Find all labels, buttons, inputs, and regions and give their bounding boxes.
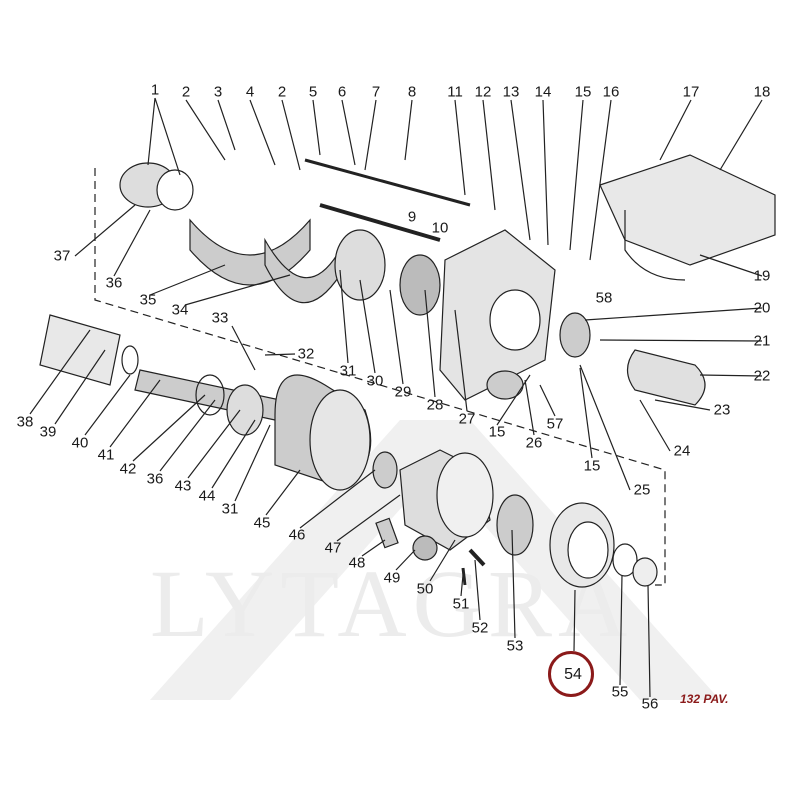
part-label-44: 44 [198,487,216,505]
part-label-24: 24 [673,442,691,460]
part-label-33: 33 [211,309,229,327]
part-label-34: 34 [171,301,189,319]
part-label-49: 49 [383,569,401,587]
part-label-18: 18 [753,83,771,101]
part-label-31: 31 [339,362,357,380]
part-label-2: 2 [277,83,287,101]
part-label-29: 29 [394,383,412,401]
part-label-19: 19 [753,267,771,285]
part-label-39: 39 [39,423,57,441]
part-label-17: 17 [682,83,700,101]
part-label-58: 58 [595,289,613,307]
part-label-37: 37 [53,247,71,265]
part-label-43: 43 [174,477,192,495]
part-label-25: 25 [633,481,651,499]
part-label-14: 14 [534,83,552,101]
part-label-56: 56 [641,695,659,713]
part-label-23: 23 [713,401,731,419]
part-label-50: 50 [416,580,434,598]
part-label-16: 16 [602,83,620,101]
part-label-42: 42 [119,460,137,478]
part-label-57: 57 [546,415,564,433]
part-label-3: 3 [213,83,223,101]
part-label-35: 35 [139,291,157,309]
part-label-48: 48 [348,554,366,572]
part-label-2: 2 [181,83,191,101]
part-label-5: 5 [308,83,318,101]
part-label-12: 12 [474,83,492,101]
part-label-15: 15 [488,423,506,441]
part-label-52: 52 [471,619,489,637]
part-label-36: 36 [146,470,164,488]
part-label-27: 27 [458,410,476,428]
part-label-45: 45 [253,514,271,532]
part-label-22: 22 [753,367,771,385]
part-label-40: 40 [71,434,89,452]
part-label-30: 30 [366,372,384,390]
part-label-55: 55 [611,683,629,701]
highlighted-part-circle [548,651,594,697]
part-label-4: 4 [245,83,255,101]
part-label-21: 21 [753,332,771,350]
part-label-15: 15 [583,457,601,475]
part-label-41: 41 [97,446,115,464]
watermark-text: LYTAGRA [150,550,634,657]
part-label-26: 26 [525,434,543,452]
part-label-28: 28 [426,396,444,414]
part-label-11: 11 [447,83,463,101]
part-label-7: 7 [371,83,381,101]
part-label-31: 31 [221,500,239,518]
part-label-6: 6 [337,83,347,101]
part-label-13: 13 [502,83,520,101]
part-label-32: 32 [297,345,315,363]
part-label-15: 15 [574,83,592,101]
part-label-9: 9 [407,208,417,226]
part-label-1: 1 [150,81,160,99]
part-label-38: 38 [16,413,34,431]
part-label-47: 47 [324,539,342,557]
page-code: 132 PAV. [680,692,729,706]
part-label-54-highlighted: 54 [564,666,582,683]
part-label-53: 53 [506,637,524,655]
part-label-51: 51 [452,595,470,613]
part-label-20: 20 [753,299,771,317]
part-label-46: 46 [288,526,306,544]
part-label-36: 36 [105,274,123,292]
part-label-8: 8 [407,83,417,101]
part-label-10: 10 [431,219,449,237]
